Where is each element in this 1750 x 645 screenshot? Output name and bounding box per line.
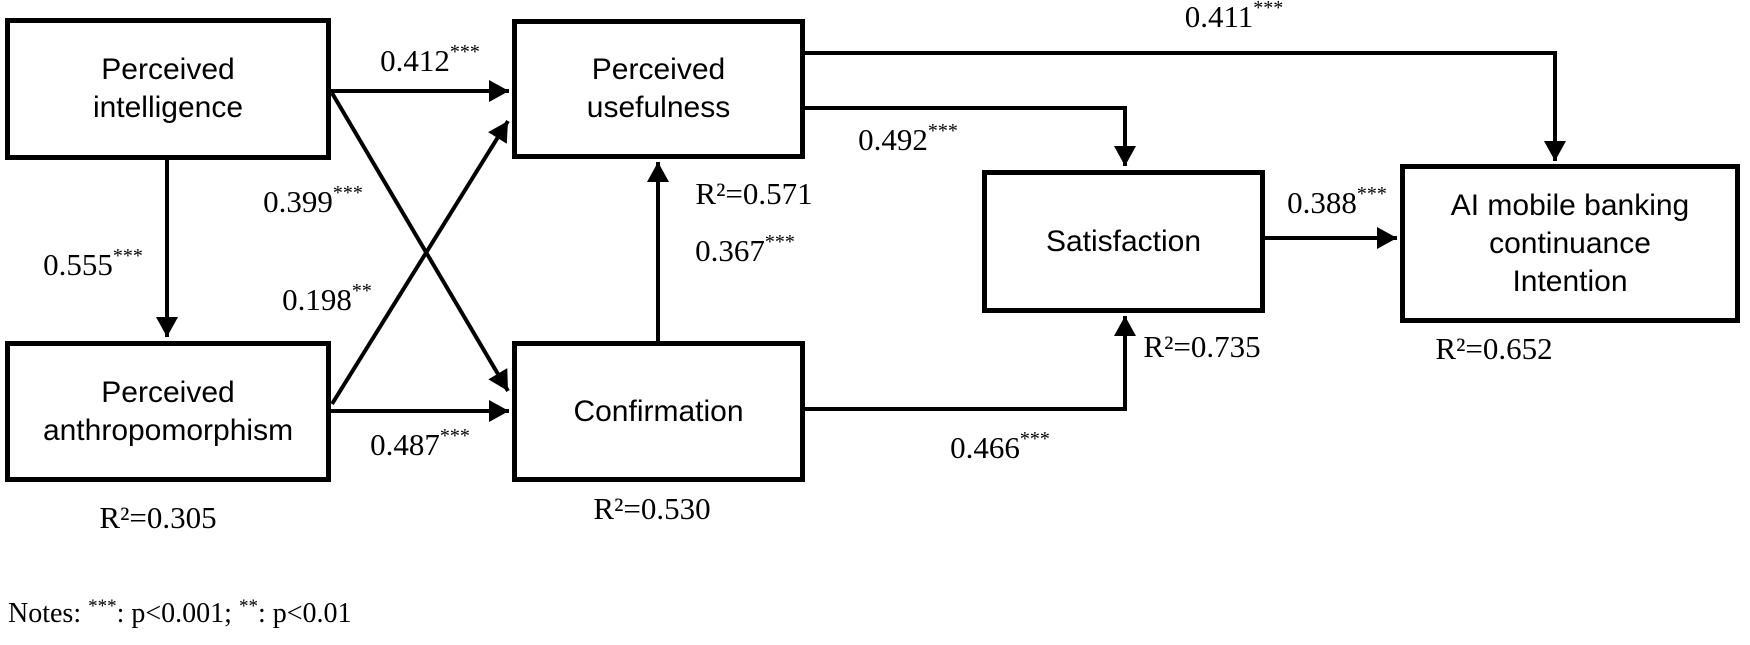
path-coefficient-sat-to-ai: 0.388*** [1287,183,1387,221]
node-ai-mobile-banking-continuance-intention: AI mobile banking continuance Intention [1400,164,1740,323]
significance-stars: *** [439,425,470,447]
notes-three-stars: *** [88,596,117,617]
path-coefficient-pa-to-pu: 0.198** [282,280,372,318]
significance-stars: *** [449,41,480,63]
significance-stars: ** [351,280,372,302]
coefficient-value: 0.412 [380,43,450,78]
notes: Notes: ***: p<0.001; **: p<0.01 [8,596,352,630]
path-coefficient-pi-to-conf: 0.399*** [263,182,363,220]
r-squared-confirmation: R²=0.530 [593,491,711,526]
node-satisfaction: Satisfaction [982,170,1265,313]
arrow-conf-to-sat [805,316,1136,411]
node-label-line: AI mobile banking [1450,188,1690,222]
arrow-pu-to-sat [805,106,1136,166]
notes-p-001: : p<0.001; [116,598,239,629]
r-squared-ai-intention: R²=0.652 [1435,331,1553,366]
coefficient-value: 0.492 [858,122,928,157]
path-coefficient-pu-to-ai: 0.411*** [1185,0,1284,35]
arrow-pa-to-pu [330,119,510,406]
path-coefficient-conf-to-pu: 0.367*** [695,231,795,269]
notes-p-01: : p<0.01 [257,598,352,629]
significance-stars: *** [1253,0,1284,19]
significance-stars: *** [1356,183,1387,205]
path-coefficient-pi-to-pa: 0.555*** [43,245,143,283]
node-label-line: Satisfaction [1045,224,1202,258]
node-perceived-usefulness: Perceived usefulness [512,19,805,159]
node-label-line: intelligence [92,91,244,124]
path-coefficient-pa-to-conf: 0.487*** [370,425,470,463]
path-coefficient-pu-to-sat: 0.492*** [858,120,958,158]
coefficient-value: 0.399 [263,184,333,219]
arrow-pu-to-ai [805,51,1566,161]
coefficient-value: 0.555 [43,247,113,282]
path-coefficient-pi-to-pu: 0.412*** [380,41,480,79]
path-coefficient-conf-to-sat: 0.466*** [950,428,1050,466]
node-label-line: Intention [1512,264,1628,298]
significance-stars: *** [332,182,363,204]
node-label-line: usefulness [586,91,731,124]
node-label-line: Perceived [101,53,235,86]
coefficient-value: 0.487 [370,427,440,462]
node-confirmation: Confirmation [512,341,805,482]
r-squared-perceived-usefulness: R²=0.571 [695,176,813,211]
coefficient-value: 0.198 [282,282,352,317]
r-squared-perceived-anthropomorphism: R²=0.305 [99,500,217,535]
significance-stars: *** [927,120,958,142]
coefficient-value: 0.367 [695,233,765,268]
coefficient-value: 0.388 [1287,185,1357,220]
significance-stars: *** [1019,428,1050,450]
node-label-line: Perceived [591,53,726,86]
arrow-pi-to-conf [330,91,510,393]
node-perceived-intelligence: Perceived intelligence [5,18,331,160]
coefficient-value: 0.411 [1184,0,1254,34]
significance-stars: *** [112,245,143,267]
node-label-line: Confirmation [573,394,744,428]
significance-stars: *** [764,231,795,253]
coefficient-value: 0.466 [950,430,1020,465]
node-label-line: continuance [1489,226,1651,260]
node-perceived-anthropomorphism: Perceived anthropomorphism [5,341,331,482]
notes-prefix: Notes: [8,598,89,629]
r-squared-satisfaction: R²=0.735 [1143,329,1261,364]
node-label-line: Perceived [101,375,235,409]
node-label-line: anthropomorphism [42,413,294,447]
notes-two-stars: ** [238,596,258,617]
